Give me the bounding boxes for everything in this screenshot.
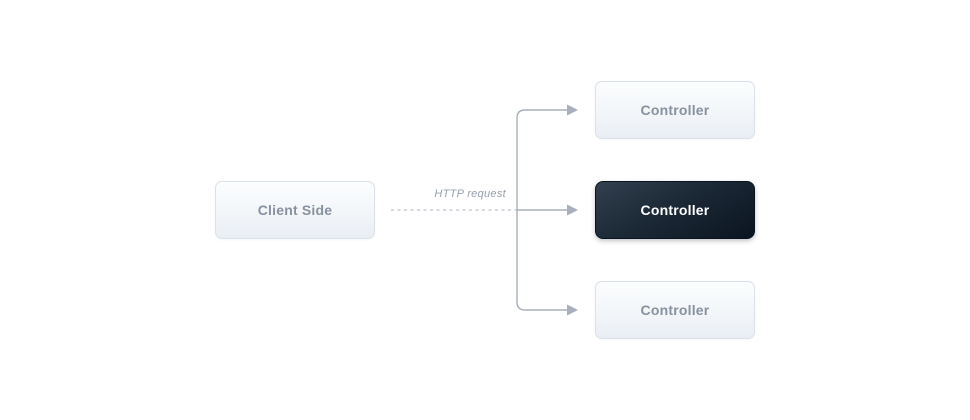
arrow-to-controller-3 <box>516 209 579 316</box>
controller-box-3[interactable]: Controller <box>595 281 755 339</box>
client-side-box[interactable]: Client Side <box>215 181 375 239</box>
controller-box-1-label: Controller <box>640 102 710 118</box>
arrow-to-controller-1 <box>516 104 579 211</box>
controller-box-1[interactable]: Controller <box>595 81 755 139</box>
http-request-label: HTTP request <box>434 188 506 200</box>
client-side-box-label: Client Side <box>257 202 333 218</box>
controller-box-2-highlighted[interactable]: Controller <box>595 181 755 239</box>
controller-box-3-label: Controller <box>640 302 710 318</box>
controller-box-2-label: Controller <box>640 202 710 218</box>
